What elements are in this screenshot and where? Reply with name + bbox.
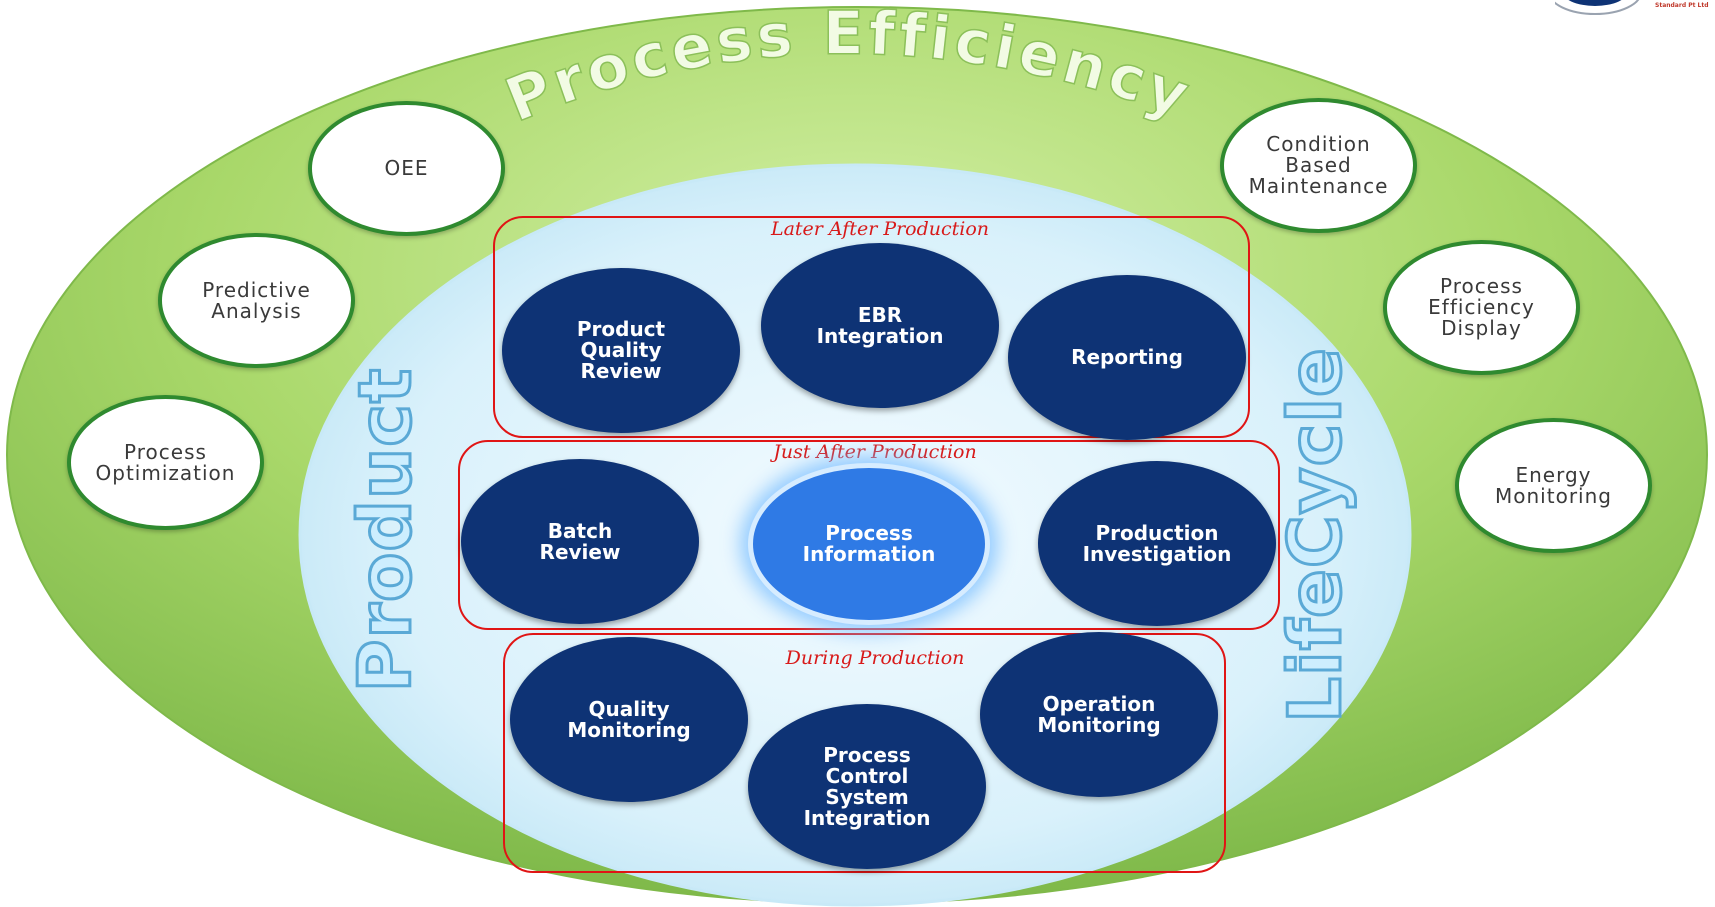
node-quality-monitoring: Quality Monitoring <box>510 637 748 802</box>
svg-text:Standard Pt Ltd: Standard Pt Ltd <box>1655 2 1709 9</box>
phase-label-just: Just After Production <box>773 441 977 463</box>
outer-item-condition-based-maintenance: Condition Based Maintenance <box>1220 98 1417 233</box>
outer-item-energy-monitoring: Energy Monitoring <box>1455 418 1652 553</box>
phase-box-just <box>458 440 1280 630</box>
node-operation-monitoring: Operation Monitoring <box>980 632 1218 797</box>
phase-box-during <box>503 633 1226 873</box>
phase-label-during: During Production <box>785 647 965 669</box>
outer-item-process-optimization: Process Optimization <box>67 395 264 530</box>
product-word: Product <box>342 366 429 694</box>
node-process-control-system-integration: Process Control System Integration <box>748 704 986 869</box>
outer-item-predictive-analysis: Predictive Analysis <box>158 233 355 368</box>
outer-item-process-efficiency-display: Process Efficiency Display <box>1383 240 1580 375</box>
node-reporting: Reporting <box>1008 275 1246 440</box>
phase-box-later <box>493 216 1250 438</box>
node-process-information: Process Information <box>748 463 990 625</box>
node-production-investigation: Production Investigation <box>1038 461 1276 626</box>
node-batch-review: Batch Review <box>461 459 699 624</box>
node-ebr-integration: EBR Integration <box>761 243 999 408</box>
lifecycle-word: LifeCycle <box>1272 346 1359 725</box>
phase-label-later: Later After Production <box>770 218 990 240</box>
node-product-quality-review: Product Quality Review <box>502 268 740 433</box>
company-logo: Standard Pt Ltd <box>1555 0 1709 15</box>
outer-item-oee: OEE <box>308 101 505 236</box>
